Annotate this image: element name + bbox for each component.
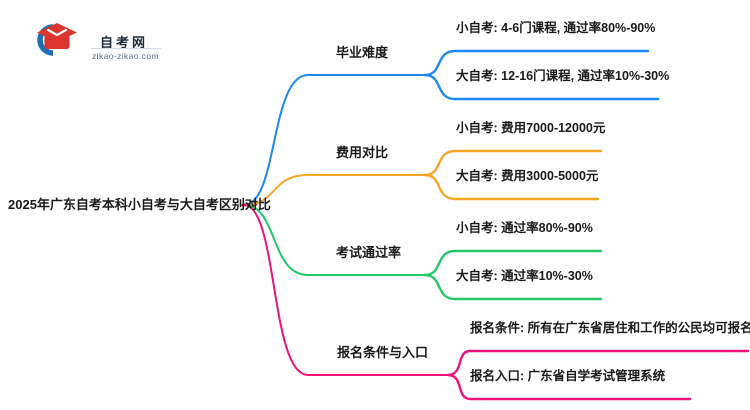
branch-lines-registration [243, 204, 750, 401]
site-logo: 自考网 zikao-zikao.com [28, 8, 163, 61]
logo-domain-text: zikao-zikao.com [92, 51, 159, 61]
leaf-small-exam-pass-rate: 小自考: 通过率80%-90% [456, 221, 593, 235]
leaf-big-exam-cost: 大自考: 费用3000-5000元 [456, 169, 599, 183]
branch-label-cost-comparison: 费用对比 [336, 145, 389, 160]
branch-label-registration: 报名条件与入口 [337, 345, 429, 360]
branch-label-graduation-difficulty: 毕业难度 [336, 45, 389, 60]
branch-lines-cost-comparison [243, 149, 603, 206]
branch-lines-graduation-difficulty [243, 49, 660, 206]
leaf-registration-portal: 报名入口: 广东省自学考试管理系统 [470, 369, 666, 383]
leaf-big-exam-courses: 大自考: 12-16门课程, 通过率10%-30% [456, 69, 670, 83]
logo-divider [91, 48, 161, 49]
branch-label-pass-rate: 考试通过率 [336, 245, 402, 260]
branch-lines-pass-rate [243, 204, 603, 301]
graduation-cap-icon [37, 23, 77, 56]
leaf-small-exam-courses: 小自考: 4-6门课程, 通过率80%-90% [456, 21, 656, 35]
logo-brand-text: 自考网 [100, 35, 149, 50]
root-topic: 2025年广东自考本科小自考与大自考区别对比 [8, 197, 271, 212]
leaf-registration-conditions: 报名条件: 所有在广东省居住和工作的公民均可报名 [470, 321, 750, 335]
leaf-small-exam-cost: 小自考: 费用7000-12000元 [456, 121, 606, 135]
leaf-big-exam-pass-rate: 大自考: 通过率10%-30% [456, 269, 593, 283]
